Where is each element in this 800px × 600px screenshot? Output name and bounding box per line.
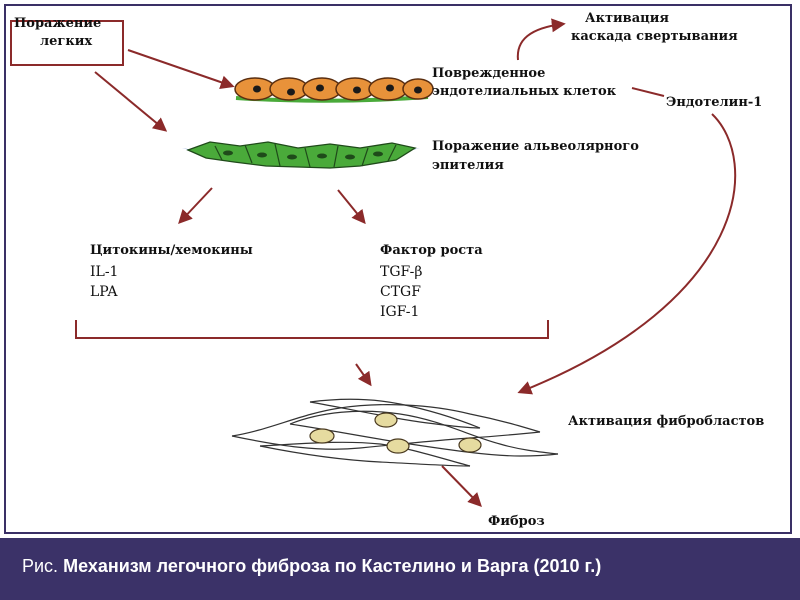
growth-factor-item: CTGF: [380, 284, 421, 300]
arrow-epithelium-to-cytokines: [178, 187, 213, 225]
lung-damage-line2: легких: [40, 34, 93, 49]
lung-damage-line1: Поражение: [14, 16, 102, 31]
alveolar-damage-line1: Поражение альвеолярного: [432, 139, 639, 154]
arrow-to-coagulation: [516, 18, 566, 61]
caption-bar: Рис. Механизм легочного фиброза по Касте…: [0, 538, 800, 600]
cytokine-item: LPA: [90, 284, 118, 300]
coagulation-line1: Активация: [585, 11, 669, 26]
cytokines-header: Цитокины/хемокины: [90, 243, 253, 258]
growth-factor-header: Фактор роста: [380, 243, 483, 258]
caption-title: Механизм легочного фиброза по Кастелино …: [63, 556, 602, 576]
endothelial-damage-line2: эндотелиальных клеток: [432, 84, 617, 99]
figure-caption: Рис. Механизм легочного фиброза по Касте…: [22, 556, 601, 577]
growth-factor-item: TGF-β: [380, 264, 423, 280]
lung-damage-box: [10, 20, 124, 66]
endothelial-cells-illustration: [234, 77, 434, 103]
fibroblast-activation-label: Активация фибробластов: [568, 414, 765, 429]
endothelial-damage-line1: Поврежденное: [432, 66, 546, 81]
arrow-endothelin-to-fibroblast: [517, 113, 737, 395]
fibroblasts-illustration: [231, 398, 559, 467]
arrow-lung-to-epithelium: [94, 71, 168, 132]
cytokine-item: IL-1: [90, 264, 119, 280]
arrow-factors-to-fibroblast: [355, 363, 372, 387]
alveolar-epithelium-illustration: [182, 141, 420, 169]
figure-border: [4, 4, 792, 534]
caption-prefix: Рис.: [22, 556, 59, 576]
coagulation-line2: каскада свертывания: [571, 29, 738, 44]
connector-endothelium-to-endothelin: [631, 87, 665, 97]
fibrosis-label: Фиброз: [488, 514, 545, 529]
growth-factor-item: IGF-1: [380, 304, 420, 320]
arrow-epithelium-to-growth: [337, 189, 366, 225]
arrow-fibroblast-to-fibrosis: [441, 465, 482, 508]
arrow-lung-to-endothelium: [127, 49, 235, 89]
endothelin-label: Эндотелин-1: [666, 95, 763, 110]
factors-bracket: [75, 320, 549, 339]
fibroblast-nuclei: [309, 412, 482, 454]
alveolar-damage-line2: эпителия: [432, 158, 504, 173]
